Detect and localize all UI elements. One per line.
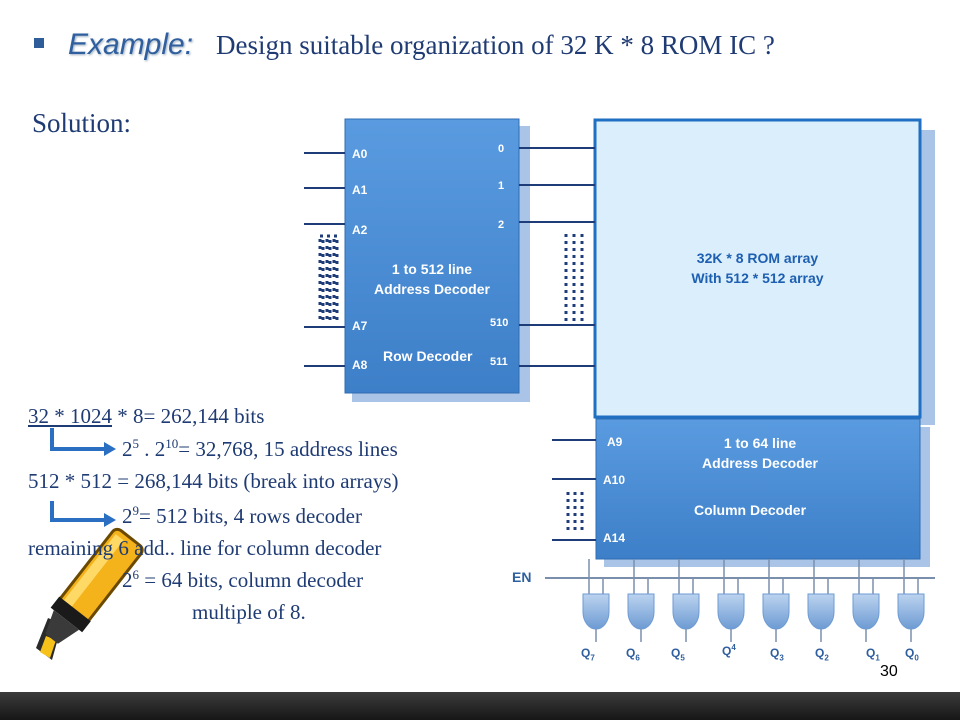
rom-array-line1: 32K * 8 ROM array <box>696 250 819 266</box>
row-input-ellipsis-1 <box>318 234 325 322</box>
rom-array-box <box>593 118 922 419</box>
and-gate <box>762 559 790 642</box>
arrow-head-icon <box>104 513 116 527</box>
arrow-head-icon <box>104 442 116 456</box>
row-decoder-title-line2: Address Decoder <box>374 281 490 297</box>
page-number: 30 <box>880 663 898 680</box>
and-gate <box>852 559 880 642</box>
example-label: Example: <box>68 28 194 61</box>
row-input-label: A7 <box>352 319 368 333</box>
row-input-wires <box>304 152 345 367</box>
output-label: Q3 <box>770 646 784 663</box>
calc-arrows <box>50 428 116 527</box>
row-output-wires <box>519 147 595 367</box>
row-output-label: 1 <box>498 180 505 192</box>
output-label: Q5 <box>671 646 685 663</box>
row-input-label: A0 <box>352 147 368 161</box>
rom-array-title: 32K * 8 ROM array With 512 * 512 array <box>595 248 920 288</box>
and-gate <box>807 559 835 642</box>
calc-line-1: 32 * 1024 * 8= 262,144 bits <box>28 404 265 428</box>
row-decoder-box <box>344 118 520 394</box>
column-decoder-title: 1 to 64 line Address Decoder <box>680 433 840 473</box>
row-input-label: A1 <box>352 183 368 197</box>
calc-line-4: 29= 512 bits, 4 rows decoder <box>122 503 362 528</box>
column-input-dots <box>566 492 584 534</box>
output-label: Q1 <box>866 646 880 663</box>
column-decoder-box <box>595 418 921 560</box>
column-input-label: A14 <box>603 531 626 545</box>
highlighter-marker-icon <box>36 527 144 660</box>
row-input-ellipsis-3 <box>332 234 339 322</box>
column-input-wires <box>552 439 596 541</box>
enable-label: EN <box>512 569 532 585</box>
solution-label: Solution: <box>32 108 132 138</box>
arrow-icon <box>50 428 104 451</box>
output-label: Q0 <box>905 646 919 663</box>
row-input-label: A2 <box>352 223 368 237</box>
heading-text: Design suitable organization of 32 K * 8… <box>216 30 775 60</box>
row-output-dots <box>564 234 584 322</box>
row-decoder-title-line1: 1 to 512 line <box>391 261 473 277</box>
bullet-icon <box>34 38 44 48</box>
output-label: Q2 <box>815 646 829 663</box>
column-decoder-title-line2: Address Decoder <box>702 455 818 471</box>
row-output-label: 0 <box>498 143 505 155</box>
row-decoder-title: 1 to 512 line Address Decoder <box>345 259 519 299</box>
calc-line-5: remaining 6 add.. line for column decode… <box>28 536 382 560</box>
column-decoder-name: Column Decoder <box>694 502 807 518</box>
and-gate <box>717 559 745 642</box>
rom-array <box>593 118 935 425</box>
row-output-label: 2 <box>498 219 505 231</box>
and-gate <box>627 559 655 642</box>
row-input-ellipsis-2 <box>325 234 332 322</box>
column-input-label: A9 <box>607 435 623 449</box>
row-output-label: 510 <box>490 317 509 329</box>
row-output-label: 511 <box>490 356 508 368</box>
calc-line-7: multiple of 8. <box>192 600 306 624</box>
row-input-dots <box>318 234 339 322</box>
output-label: Q7 <box>581 646 595 663</box>
column-decoder-title-line1: 1 to 64 line <box>723 435 797 451</box>
calc-line-6: 26 = 64 bits, column decoder <box>122 567 364 592</box>
row-input-label: A8 <box>352 358 368 372</box>
row-decoder <box>344 118 530 402</box>
rom-array-line2: With 512 * 512 array <box>691 270 824 286</box>
arrow-icon <box>50 501 104 522</box>
column-decoder <box>595 418 930 567</box>
footer-bar <box>0 692 960 720</box>
output-gates <box>582 559 925 642</box>
and-gate <box>582 559 610 642</box>
output-label: Q4 <box>722 643 736 658</box>
column-input-label: A10 <box>603 473 626 487</box>
output-label: Q6 <box>626 646 640 663</box>
and-gate <box>672 559 700 642</box>
calc-underlined-term: 32 * 1024 <box>28 404 112 428</box>
row-decoder-name: Row Decoder <box>383 348 473 364</box>
calc-line-3: 512 * 512 = 268,144 bits (break into arr… <box>28 469 399 493</box>
calc-line-2: 25 . 210= 32,768, 15 address lines <box>122 436 398 461</box>
and-gate <box>897 559 925 642</box>
